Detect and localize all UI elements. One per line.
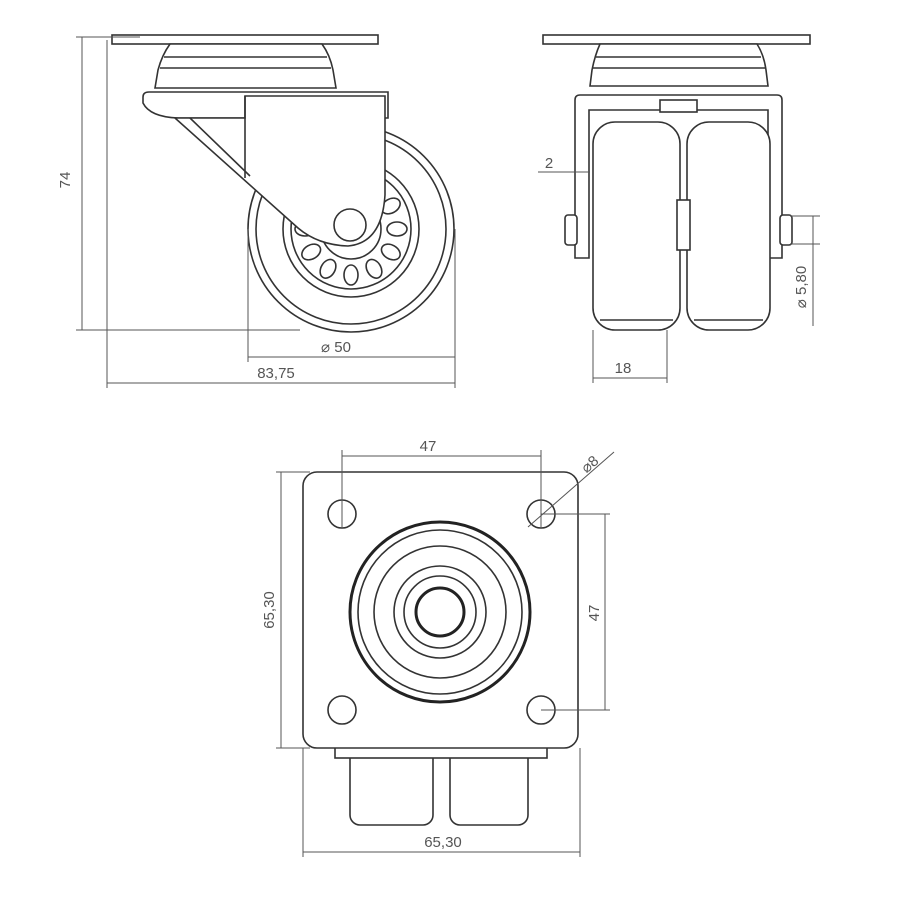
hole-spacing-y-label: 47 <box>586 605 603 622</box>
swivel-ring <box>393 565 487 659</box>
hub-spoke-hole <box>380 243 401 261</box>
mounting-plate <box>302 471 579 749</box>
swivel-center-bore <box>414 586 466 638</box>
front-axle-spacer <box>676 199 691 251</box>
hole-diameter-label: ⌀8 <box>578 452 602 476</box>
plate-view-wheel-right <box>449 747 529 826</box>
height-label: 74 <box>57 172 74 189</box>
front-wheel-right <box>686 121 771 331</box>
axle-diameter-label: ⌀ 5,80 <box>793 266 810 308</box>
hole-spacing-x-label: 47 <box>420 438 437 455</box>
side-swivel-mount <box>154 43 337 89</box>
plate-thickness-label: 2 <box>545 155 553 172</box>
swivel-ring <box>357 529 523 695</box>
plate-width-label: 65,30 <box>424 834 462 851</box>
front-swivel-mount <box>589 43 769 87</box>
front-top-plate <box>542 34 811 45</box>
hub-spoke-hole <box>319 258 337 279</box>
total-length-label: 83,75 <box>257 365 295 382</box>
swivel-ring <box>373 545 507 679</box>
plate-view-wheel-left <box>349 747 434 826</box>
front-view: 2 ⌀ 5,80 18 <box>538 34 820 383</box>
side-fork-arm-edge <box>189 117 251 177</box>
wheel-width-label: 18 <box>615 360 632 377</box>
side-view: 74 ⌀ 50 83,75 <box>57 34 456 388</box>
front-axle-nut-left <box>564 214 578 246</box>
front-yoke-center-block <box>659 99 698 113</box>
hub-spoke-hole <box>301 243 322 261</box>
hub-spoke-hole <box>343 264 359 286</box>
side-fork-leg <box>172 95 386 247</box>
hub-spoke-hole <box>365 258 383 279</box>
swivel-ring <box>403 575 477 649</box>
plate-view: 47 ⌀8 65,30 47 65,30 <box>261 438 615 857</box>
side-top-plate <box>111 34 379 45</box>
side-axle <box>333 208 367 242</box>
front-axle-nut-right <box>779 214 793 246</box>
hub-spoke-hole <box>386 221 408 237</box>
wheel-diameter-label: ⌀ 50 <box>321 339 351 356</box>
plate-height-label: 65,30 <box>261 591 278 629</box>
mounting-hole-bottom-left <box>327 695 357 725</box>
swivel-ring-outer <box>348 520 532 704</box>
front-wheel-left <box>592 121 681 331</box>
